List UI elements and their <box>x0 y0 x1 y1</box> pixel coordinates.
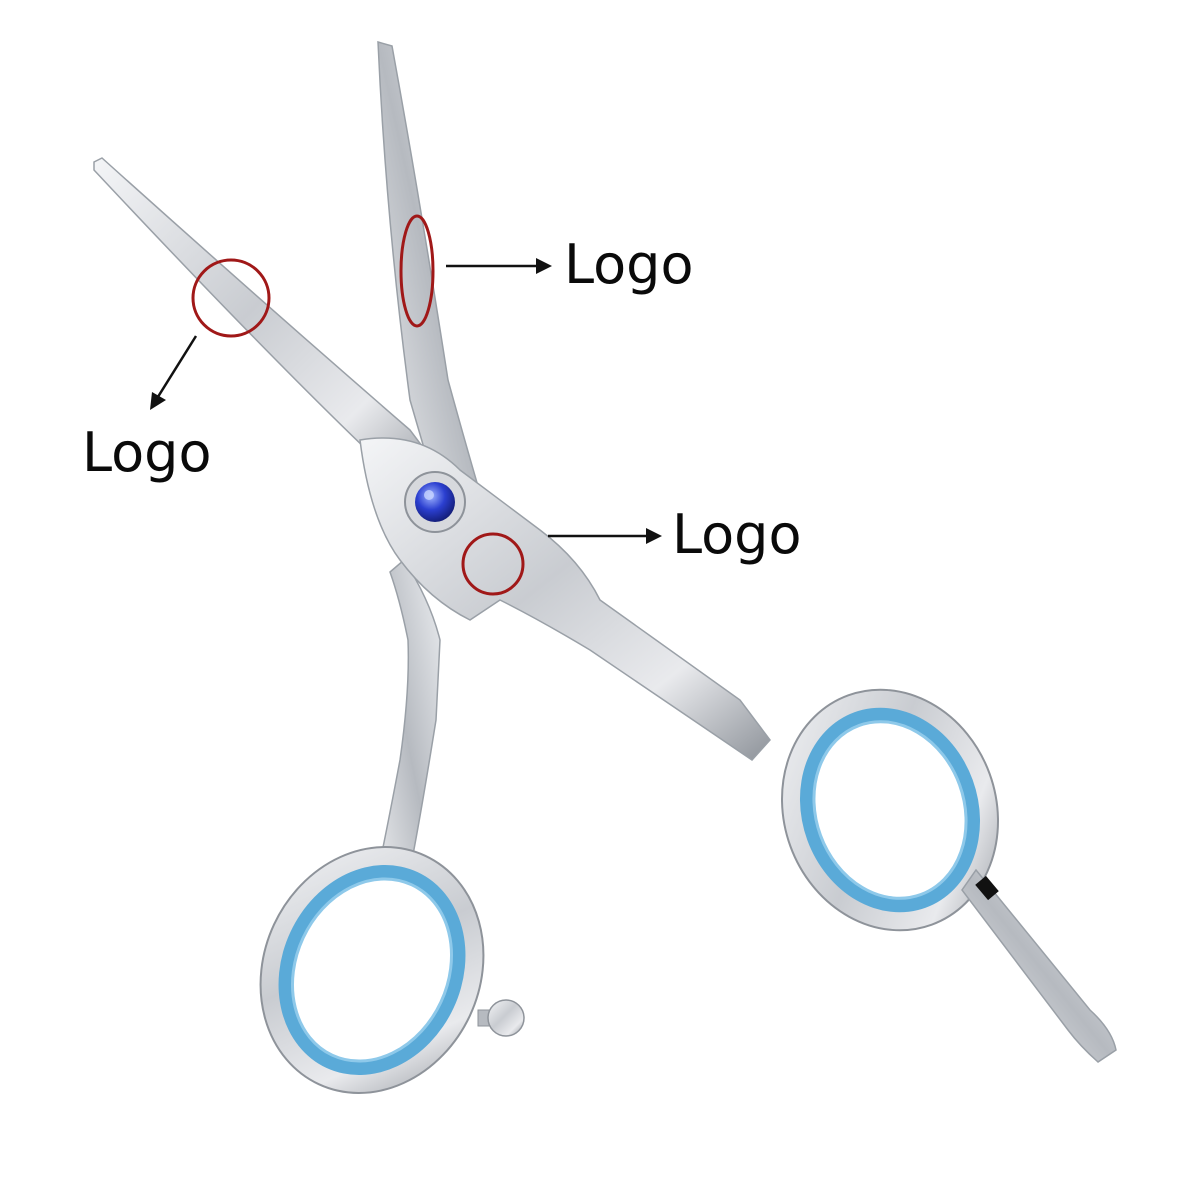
ball-knob <box>477 999 525 1037</box>
finger-rest-tang <box>961 868 1117 1063</box>
logo-label-pivot-area: Logo <box>672 503 802 566</box>
logo-label-left-blade: Logo <box>82 421 212 484</box>
right-handle-ring <box>781 688 999 932</box>
arrow-mid <box>548 528 662 544</box>
lower-handle-ring <box>259 846 485 1094</box>
arrow-top <box>446 258 552 274</box>
marker-circle-pivot-area <box>461 532 525 596</box>
marker-circle-left-blade <box>191 258 271 338</box>
arrow-left <box>150 335 198 410</box>
pivot-screw <box>404 471 466 533</box>
marker-circle-top-blade <box>399 214 435 328</box>
pivot-body <box>359 437 771 761</box>
logo-label-top-blade: Logo <box>564 233 694 296</box>
